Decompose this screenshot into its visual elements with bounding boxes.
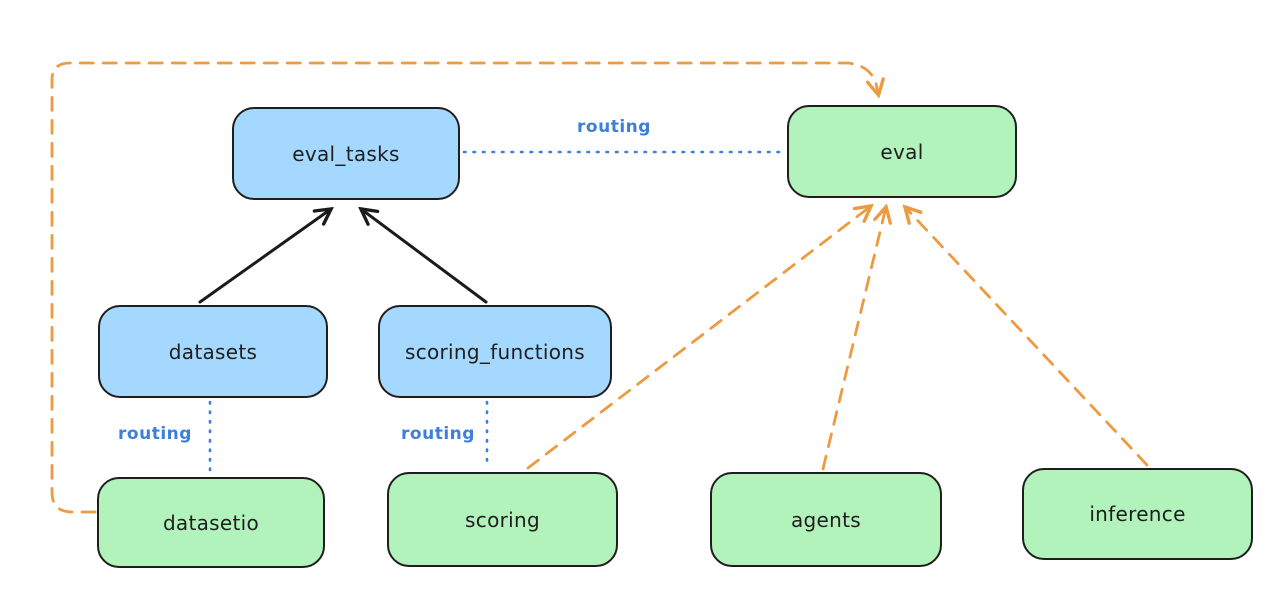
node-scoring-functions-label: scoring_functions <box>404 339 586 364</box>
node-eval-label: eval <box>880 139 924 164</box>
node-datasets-label: datasets <box>168 339 258 364</box>
node-datasetio: datasetio <box>97 477 325 568</box>
node-inference-label: inference <box>1089 502 1186 526</box>
edge-inference-to-eval <box>905 207 1149 467</box>
edge-label-routing-eval: routing <box>577 117 651 137</box>
node-datasetio-label: datasetio <box>162 510 260 535</box>
node-agents-label: agents <box>791 507 861 532</box>
edge-datasets-to-eval-tasks <box>198 209 331 304</box>
node-eval-tasks-label: eval_tasks <box>292 141 400 166</box>
node-scoring: scoring <box>387 472 618 567</box>
edge-datasetio-to-eval-loop <box>50 61 879 514</box>
edge-label-routing-scoring: routing <box>401 424 475 444</box>
node-datasets: datasets <box>98 305 328 398</box>
edge-scoring-functions-to-eval-tasks <box>361 209 488 304</box>
node-inference: inference <box>1022 468 1253 560</box>
node-scoring-functions: scoring_functions <box>378 305 612 398</box>
edge-agents-to-eval <box>821 207 886 471</box>
node-eval: eval <box>787 105 1017 198</box>
edge-label-routing-datasetio: routing <box>118 424 192 444</box>
node-eval-tasks: eval_tasks <box>232 107 460 200</box>
node-scoring-label: scoring <box>465 507 540 532</box>
node-agents: agents <box>710 472 942 567</box>
